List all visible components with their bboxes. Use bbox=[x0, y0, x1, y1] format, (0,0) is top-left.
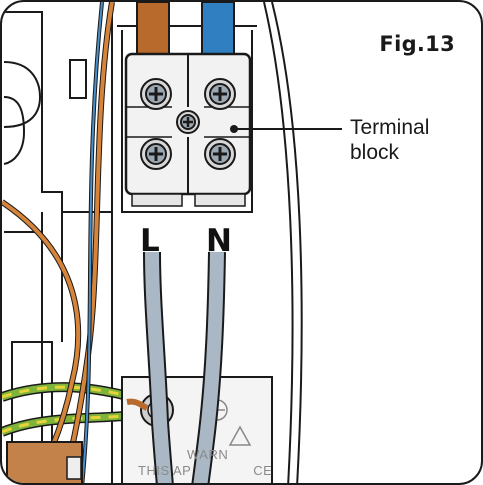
screw-top-left bbox=[140, 78, 172, 110]
orange-flex-wires bbox=[2, 2, 115, 483]
callout-line-1: Terminal bbox=[350, 116, 430, 139]
grey-cables bbox=[143, 251, 226, 483]
component-box bbox=[6, 441, 83, 483]
screw-center bbox=[176, 110, 200, 134]
terminal-block-callout: Terminal block bbox=[350, 115, 429, 165]
neutral-wire bbox=[201, 2, 235, 63]
warning-label-line-2-end: CE bbox=[253, 463, 273, 478]
terminal-screws bbox=[140, 78, 236, 170]
screw-bottom-right bbox=[204, 138, 236, 170]
live-terminal-label: L bbox=[140, 223, 160, 259]
figure-label: Fig.13 bbox=[379, 32, 455, 56]
callout-leader bbox=[230, 125, 342, 133]
screw-top-right bbox=[204, 78, 236, 110]
live-wire bbox=[136, 2, 170, 63]
warning-label-line-1: WARN bbox=[187, 447, 229, 462]
warning-label-line-2-start: THIS AP bbox=[138, 463, 192, 478]
neutral-terminal-label: N bbox=[206, 223, 232, 259]
callout-line-2: block bbox=[350, 141, 400, 164]
screw-bottom-left bbox=[140, 138, 172, 170]
warning-label-line-2: THIS AP CE bbox=[138, 463, 272, 478]
